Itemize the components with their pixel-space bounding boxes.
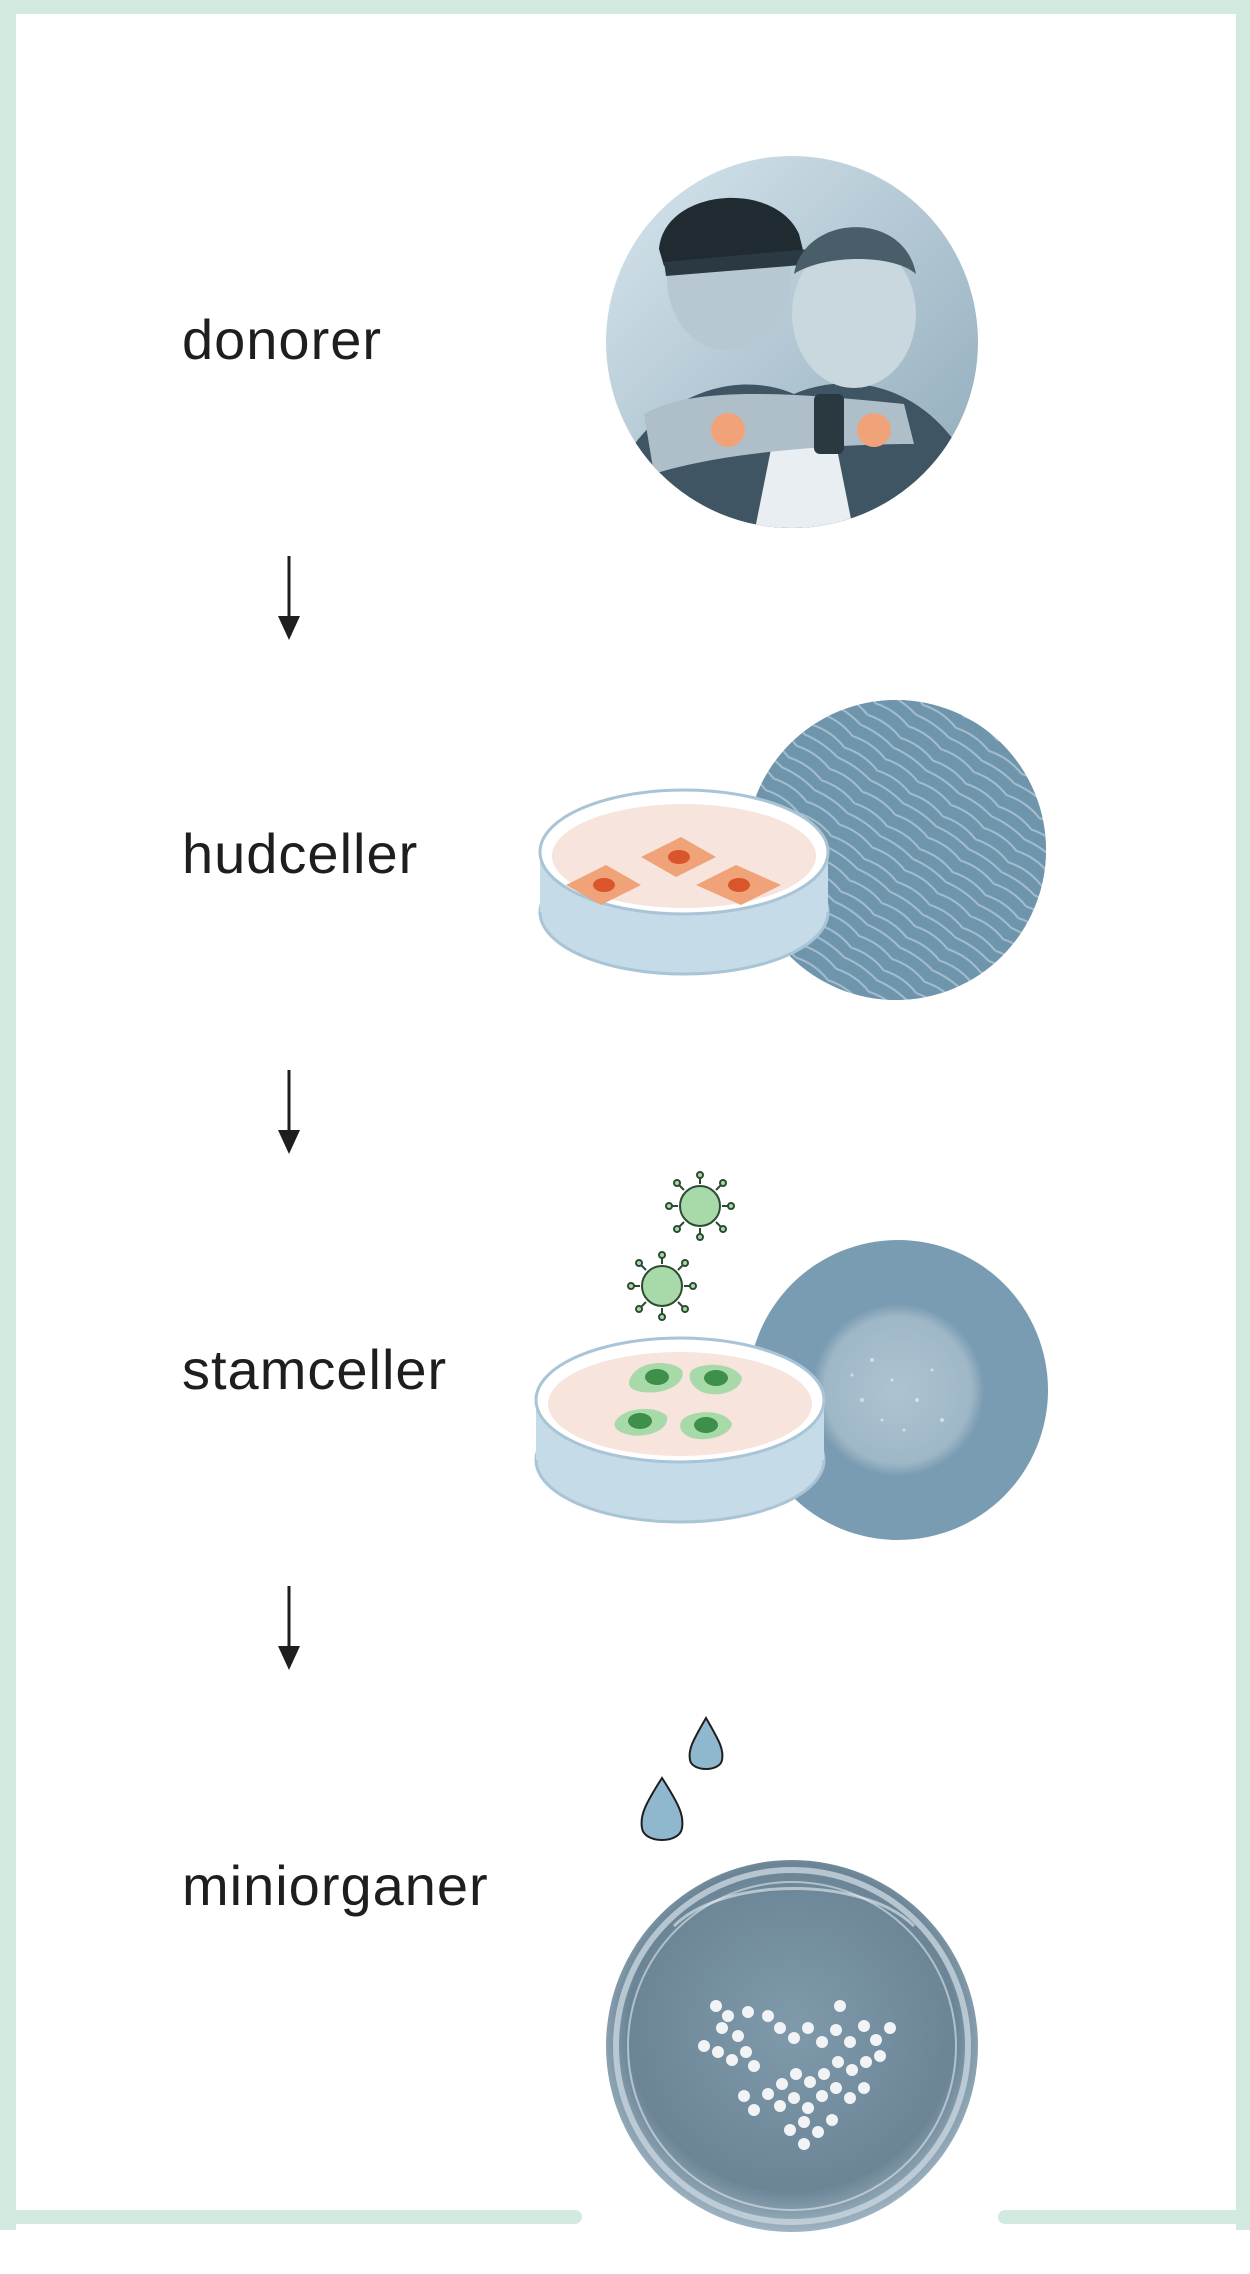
stem-cells-illustration: [534, 1171, 1048, 1540]
frame-left-border: [0, 0, 16, 2230]
skin-cell: [696, 865, 781, 905]
skin-cell: [566, 865, 641, 905]
step-label-skin-cells: hudceller: [182, 822, 419, 885]
down-arrow-icon: [278, 1070, 300, 1154]
frame-bottom-right-border: [998, 2210, 1250, 2224]
droplet-icon: [640, 1776, 684, 1841]
virus-icon: [627, 1251, 697, 1321]
frame-bottom-left-border: [0, 2210, 582, 2224]
photo-donors: [606, 156, 978, 528]
organoids-illustration: [606, 1716, 978, 2232]
virus-icon: [665, 1171, 735, 1241]
frame-right-border: [1236, 0, 1250, 2230]
stem-cell: [680, 1412, 732, 1440]
step-label-donors: donorer: [182, 308, 383, 371]
down-arrow-icon: [278, 556, 300, 640]
droplet-icon: [688, 1716, 724, 1770]
petri-dish-icon: [534, 1336, 826, 1524]
stem-cell: [614, 1408, 668, 1436]
frame-top-border: [0, 0, 1250, 14]
skin-cells-illustration: [538, 700, 1046, 1000]
down-arrow-icon: [278, 1586, 300, 1670]
stem-cell: [689, 1364, 742, 1395]
stem-cell: [629, 1363, 683, 1393]
organoid-dish-photo: [606, 1860, 978, 2232]
step-label-organoids: miniorganer: [182, 1854, 489, 1917]
petri-dish-icon: [538, 788, 830, 976]
step-label-stem-cells: stamceller: [182, 1338, 448, 1401]
skin-cell: [641, 837, 716, 877]
